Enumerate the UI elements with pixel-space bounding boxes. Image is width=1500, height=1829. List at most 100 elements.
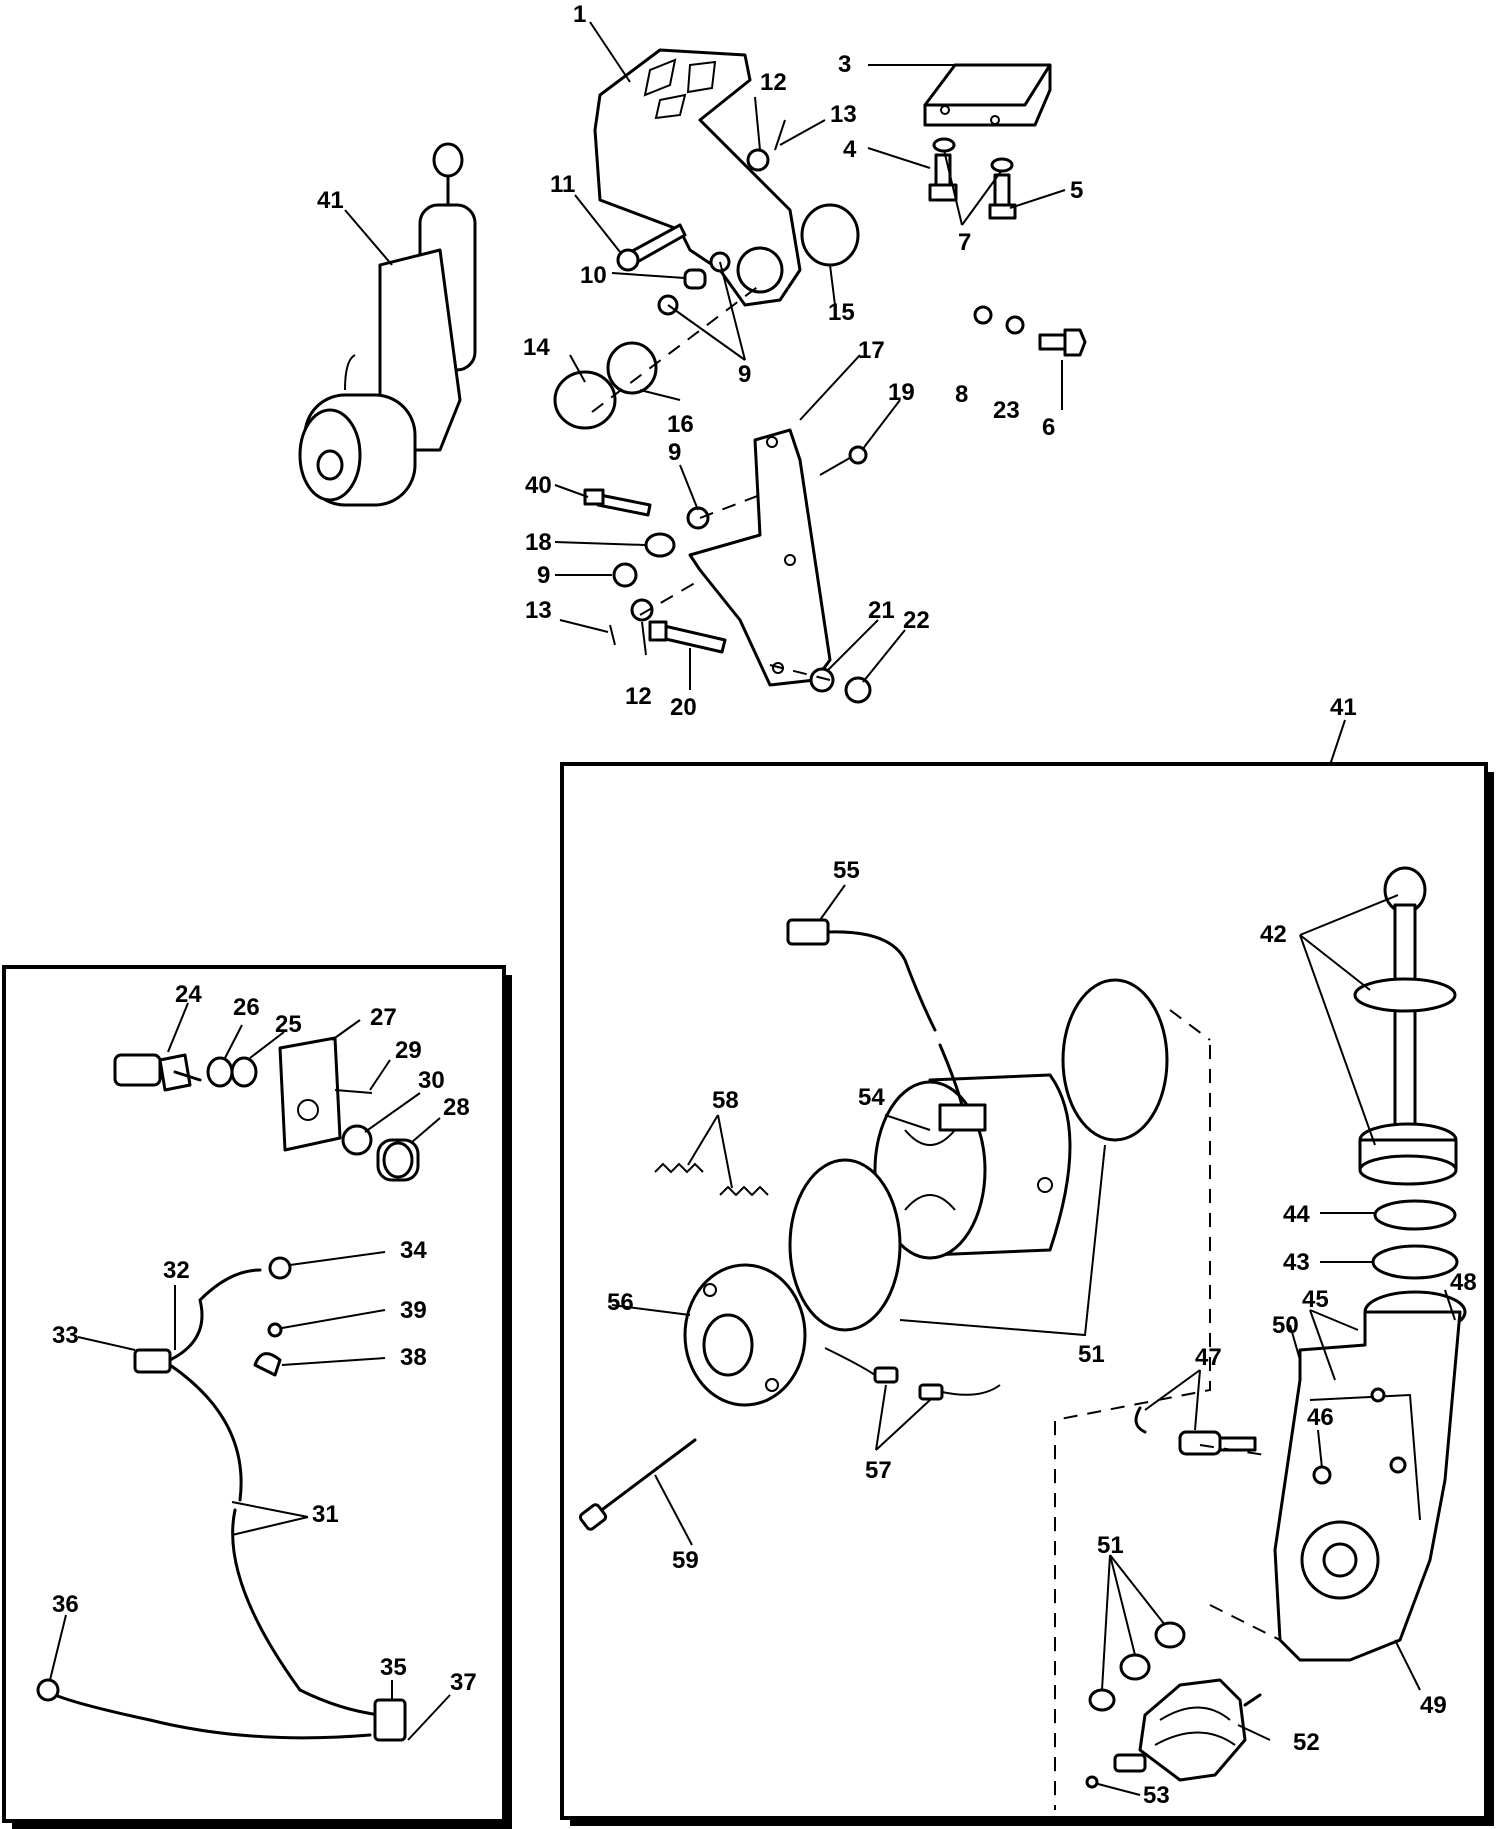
callout-5: 5 [1070,177,1083,204]
callout-48: 48 [1450,1269,1477,1296]
washers-part-51 [1088,1621,1186,1712]
callout-10: 10 [580,262,607,289]
plate-part-17 [688,428,832,687]
callout-15: 15 [828,299,855,326]
callout-1: 1 [573,1,586,28]
callout-32: 32 [163,1257,190,1284]
bushing-part-15 [800,203,860,267]
top-bracket-assembly [298,48,1087,704]
wire-lead-part-55 [786,918,964,1107]
callout-17: 17 [858,337,885,364]
callout-27: 27 [370,1004,397,1031]
small-hardware-lower [583,445,872,704]
callout-9c: 9 [537,562,550,589]
gasket-part-51-rear [1061,978,1169,1142]
callout-6: 6 [1042,414,1055,441]
callout-16: 16 [667,411,694,438]
callout-49: 49 [1420,1692,1447,1719]
limit-switch-part-47 [1134,1406,1257,1456]
callout-13a: 13 [830,101,857,128]
wiring-harness-part-31 [36,1256,407,1742]
screw-part-29 [334,1089,373,1094]
callout-40: 40 [525,472,552,499]
callout-22: 22 [903,607,930,634]
callout-59: 59 [672,1547,699,1574]
callout-52: 52 [1293,1729,1320,1756]
callout-19: 19 [888,379,915,406]
callout-41b: 41 [1330,694,1357,721]
callout-42: 42 [1260,921,1287,948]
callout-18: 18 [525,529,552,556]
callout-55: 55 [833,857,860,884]
callout-41a: 41 [317,187,344,214]
ram-shaft-part-42 [1353,866,1458,1186]
ball-part-53 [1085,1775,1099,1789]
callout-58: 58 [712,1087,739,1114]
gear-housing-part-45 [1273,1290,1467,1662]
callout-12a: 12 [760,69,787,96]
callout-37: 37 [450,1669,477,1696]
callout-34: 34 [400,1237,427,1264]
trim-actuator-part-41 [298,142,477,507]
callout-46: 46 [1307,1404,1334,1431]
callout-44: 44 [1283,1201,1310,1228]
armature-part-52 [1113,1678,1262,1782]
gasket-part-51-front [788,1158,902,1332]
callout-53: 53 [1143,1782,1170,1809]
callout-7: 7 [958,229,971,256]
callout-57: 57 [865,1457,892,1484]
nut-part-26 [206,1056,234,1088]
callout-23: 23 [993,397,1020,424]
switch-harness-panel [2,965,512,1829]
brushes-part-57 [824,1347,1001,1401]
toggle-switch-part-24 [113,1053,202,1092]
clamp-part-38 [253,1352,282,1377]
callout-36: 36 [52,1591,79,1618]
actuator-exploded-panel [560,762,1494,1826]
knob-part-28 [376,1138,420,1182]
callout-20: 20 [670,694,697,721]
o-ring-part-43 [1371,1244,1459,1280]
callout-24: 24 [175,981,202,1008]
through-bolt-part-59 [578,1438,697,1531]
callout-51b: 51 [1097,1532,1124,1559]
callout-43: 43 [1283,1249,1310,1276]
callout-11: 11 [550,171,575,198]
callout-3: 3 [838,51,851,78]
callout-14: 14 [523,334,550,361]
screws-and-washers [928,137,1017,220]
callout-13b: 13 [525,597,552,624]
washer-part-23 [1005,315,1025,335]
callout-50: 50 [1272,1312,1299,1339]
callout-labels: 1 3 4 5 7 11 10 12 13 15 9 14 16 17 19 8… [52,1,1477,1809]
callout-45: 45 [1302,1286,1329,1313]
callout-35: 35 [380,1654,407,1681]
bolt-part-6 [1038,328,1087,357]
callout-29: 29 [395,1037,422,1064]
callout-30: 30 [418,1067,445,1094]
callout-26: 26 [233,994,260,1021]
nut-part-30 [341,1124,373,1156]
screw-part-39 [267,1322,283,1338]
springs-part-58 [654,1162,769,1197]
seal-part-16 [606,341,658,395]
bushing-part-14 [553,370,617,430]
motor-frame-part-54 [873,1073,1072,1260]
angle-bracket-part-3 [923,63,1052,127]
callout-25: 25 [275,1011,302,1038]
plate-part-27 [278,1036,342,1152]
callout-31: 31 [312,1501,339,1528]
callout-9b: 9 [668,439,681,466]
callout-33: 33 [52,1322,79,1349]
callout-21: 21 [868,597,895,624]
callout-54: 54 [858,1084,885,1111]
end-cap-part-56 [683,1263,807,1407]
callout-51a: 51 [1078,1341,1105,1368]
leader-lines [49,21,1456,1796]
callout-12b: 12 [625,683,652,710]
callout-28: 28 [443,1094,470,1121]
callout-8: 8 [955,381,968,408]
callout-4: 4 [843,136,857,163]
washer-part-8 [973,305,993,325]
